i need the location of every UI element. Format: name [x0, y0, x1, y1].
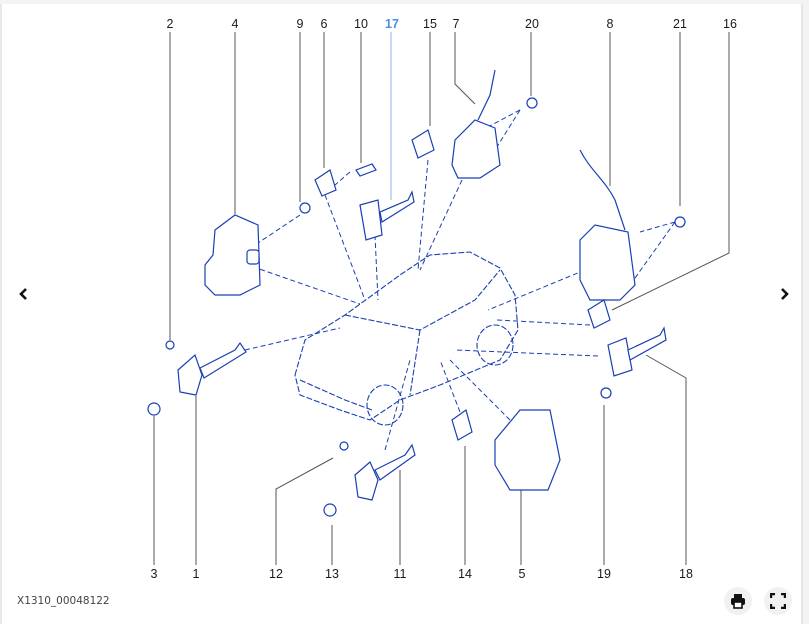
callout-label[interactable]: 11 [393, 567, 407, 581]
previous-button[interactable] [12, 282, 36, 306]
callout-label[interactable]: 1 [192, 567, 200, 581]
diagram-reference: X1310_00048122 [17, 595, 110, 607]
part-19-bolt[interactable] [600, 387, 612, 399]
callout-label[interactable]: 20 [525, 17, 539, 31]
part-16-striker[interactable] [587, 299, 611, 329]
part-20-bolt[interactable] [526, 97, 538, 109]
callout-label-active[interactable]: 17 [385, 17, 399, 31]
callout-label[interactable]: 18 [679, 567, 693, 581]
part-15-striker[interactable] [411, 129, 435, 159]
part-18-door-check[interactable] [607, 326, 667, 377]
part-17-door-check[interactable] [359, 190, 415, 241]
parts [147, 69, 686, 517]
callout-label[interactable]: 15 [423, 17, 437, 31]
part-10-screw[interactable] [355, 163, 377, 177]
part-8-door-lock[interactable] [579, 149, 636, 301]
part-7-door-lock[interactable] [451, 69, 501, 179]
callout-label[interactable]: 12 [269, 567, 283, 581]
fullscreen-button[interactable] [764, 587, 792, 615]
print-icon [731, 594, 745, 609]
part-5-door-lock[interactable] [494, 409, 561, 491]
vehicle-outline [294, 251, 519, 426]
callout-label[interactable]: 19 [597, 567, 611, 581]
part-14-striker[interactable] [451, 409, 473, 441]
print-button[interactable] [724, 587, 752, 615]
assembly-lines [244, 109, 676, 451]
callout-label[interactable]: 4 [231, 17, 239, 31]
callout-label[interactable]: 6 [320, 17, 328, 31]
callout-label[interactable]: 14 [458, 567, 472, 581]
part-11-door-check[interactable] [354, 443, 416, 501]
callout-label[interactable]: 8 [606, 17, 614, 31]
diagram-viewer [0, 4, 803, 624]
callout-label[interactable]: 5 [518, 567, 526, 581]
callout-label[interactable]: 10 [354, 17, 368, 31]
part-6-striker[interactable] [314, 169, 337, 197]
callout-label[interactable]: 2 [166, 17, 174, 31]
leader-lines [153, 32, 730, 565]
next-button[interactable] [772, 282, 796, 306]
callout-label[interactable]: 13 [325, 567, 339, 581]
part-4-door-lock[interactable] [204, 214, 261, 296]
callout-label[interactable]: 3 [150, 567, 158, 581]
part-9-bolt[interactable] [299, 202, 311, 214]
callout-label[interactable]: 9 [296, 17, 304, 31]
fullscreen-icon [770, 593, 786, 609]
callout-label[interactable]: 21 [673, 17, 687, 31]
part-2-bolt[interactable] [165, 340, 175, 350]
callout-label[interactable]: 16 [723, 17, 737, 31]
chevron-left-icon [19, 288, 27, 300]
callout-label[interactable]: 7 [452, 17, 460, 31]
part-1-door-check[interactable] [177, 341, 247, 396]
part-3-nut[interactable] [147, 402, 161, 416]
part-12-bolt[interactable] [339, 441, 349, 451]
chevron-right-icon [781, 288, 789, 300]
part-21-bolt[interactable] [674, 216, 686, 228]
part-13-nut[interactable] [323, 503, 337, 517]
